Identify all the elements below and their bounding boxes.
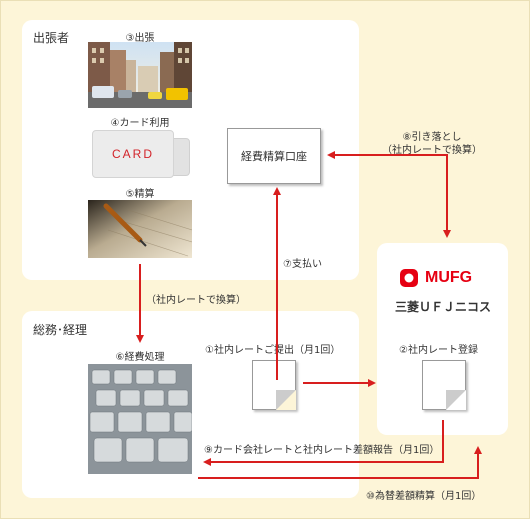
mufg-mark-icon [400,269,418,287]
step-10-label: ⑩為替差額精算（月1回） [366,491,482,502]
travel-city-photo [88,42,192,108]
step-8-label: ⑧引き落とし [402,132,462,143]
rate-registration-document [422,360,466,410]
company-name: 三菱ＵＦＪニコス [394,300,491,314]
arrow-debit [327,151,448,236]
expense-account-label: 経費精算口座 [241,150,307,163]
keyboard-photo [88,364,192,474]
mufg-logo: MUFG [400,268,490,288]
step-5-label: ⑤精算 [125,189,155,200]
expense-account-box: 経費精算口座 [227,128,321,184]
credit-card-image: CARD [92,130,174,178]
settlement-pen-photo [88,200,192,258]
arrow-fx-settlement [198,446,482,479]
step-1-label: ①社内レートご提出（月1回） [205,345,341,356]
step-7-label: ⑦支払い [283,259,322,270]
step-3-label: ③出張 [125,33,155,44]
step-9-label: ⑨カード会社レートと社内レート差額報告（月1回） [204,445,440,456]
accounting-title: 総務･経理 [33,323,88,337]
card-text: CARD [111,147,154,161]
step-4-label: ④カード利用 [110,118,170,129]
step-2-label: ②社内レート登録 [399,345,478,356]
step-8-rate-note: （社内レートで換算） [382,145,482,156]
mufg-logo-text: MUFG [425,269,473,286]
conversion-note: （社内レートで換算） [146,295,246,306]
arrow-difference-report [203,420,444,466]
rate-submission-document [252,360,296,410]
step-6-label: ⑥経費処理 [115,352,165,363]
traveler-title: 出張者 [33,31,70,45]
